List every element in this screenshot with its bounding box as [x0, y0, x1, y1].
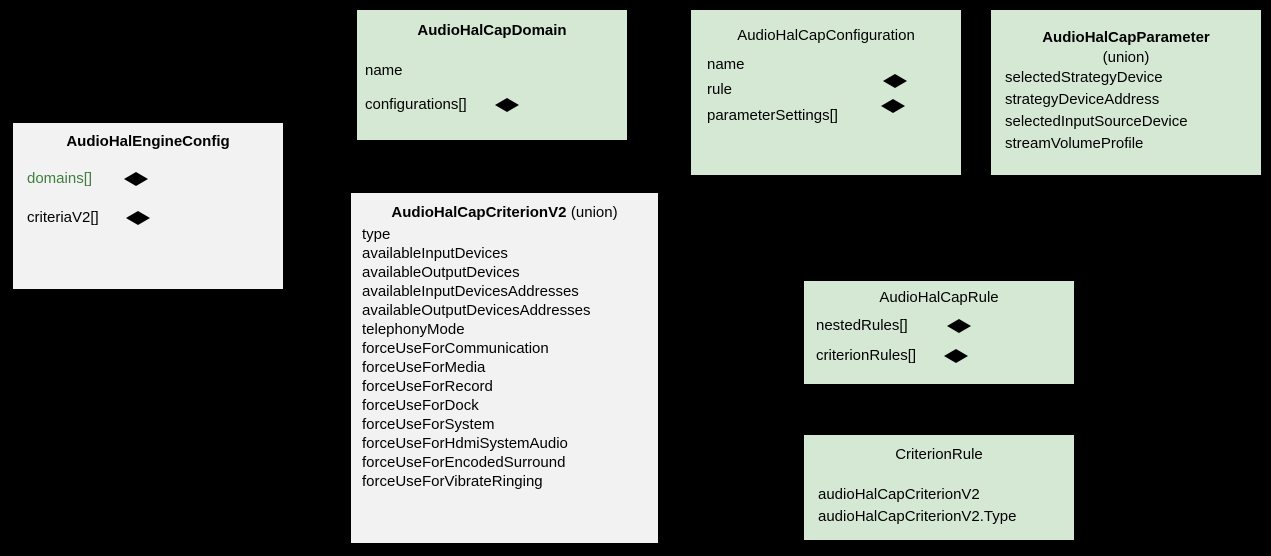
class-title: AudioHalCapConfiguration [737, 27, 915, 44]
attribute-rule: rule [707, 81, 733, 98]
attribute-forceuseforvibrateringing: forceUseForVibrateRinging [362, 473, 543, 490]
attribute-selectedstrategydevice: selectedStrategyDevice [1005, 69, 1163, 86]
attribute-type: type [362, 226, 391, 243]
attribute-name: name [365, 62, 403, 79]
class-criterionrule[interactable]: CriterionRule audioHalCapCriterionV2 aud… [804, 435, 1074, 540]
attribute-forceusefordock: forceUseForDock [362, 397, 479, 414]
class-audiohalcapdomain[interactable]: AudioHalCapDomain name configurations[] [357, 10, 627, 140]
class-title: AudioHalCapDomain [417, 22, 567, 39]
attribute-audiohalcapcriterionv2: audioHalCapCriterionV2 [818, 486, 980, 503]
attribute-criterionrules: criterionRules[] [816, 347, 917, 364]
attribute-parametersettings: parameterSettings[] [707, 107, 838, 124]
attribute-domains: domains[] [27, 170, 93, 187]
attribute-availableoutputdevicesaddresses: availableOutputDevicesAddresses [362, 302, 591, 319]
class-title: AudioHalCapParameter [1042, 29, 1210, 46]
attribute-forceuseforencodedsurround: forceUseForEncodedSurround [362, 454, 566, 471]
attribute-telephonymode: telephonyMode [362, 321, 465, 338]
attribute-forceuseformedia: forceUseForMedia [362, 359, 486, 376]
class-audiohalcaprule[interactable]: AudioHalCapRule nestedRules[] criterionR… [804, 281, 1074, 384]
attribute-forceuseforcommunication: forceUseForCommunication [362, 340, 549, 357]
class-audiohalengineconfig[interactable]: AudioHalEngineConfig domains[] criteriaV… [13, 123, 283, 289]
attribute-list: type availableInputDevices availableOutp… [351, 225, 658, 491]
attribute-configurations: configurations[] [365, 96, 467, 113]
class-title: AudioHalEngineConfig [66, 133, 230, 150]
class-title: CriterionRule [895, 446, 983, 463]
attribute-availableoutputdevices: availableOutputDevices [362, 264, 520, 281]
attribute-forceuseforhdmisystemaudio: forceUseForHdmiSystemAudio [362, 435, 568, 452]
class-audiohalcapparameter[interactable]: AudioHalCapParameter (union) selectedStr… [991, 10, 1261, 175]
attribute-availableinputdevices: availableInputDevices [362, 245, 508, 262]
attribute-criteriav2: criteriaV2[] [27, 209, 99, 226]
attribute-selectedinputsourcedevice: selectedInputSourceDevice [1005, 113, 1188, 130]
class-title: AudioHalCapCriterionV2 [391, 204, 567, 221]
attribute-availableinputdevicesaddresses: availableInputDevicesAddresses [362, 283, 579, 300]
class-subtitle-union: (union) [1102, 49, 1150, 66]
attribute-nestedrules: nestedRules[] [816, 317, 908, 334]
class-audiohalcapconfiguration[interactable]: AudioHalCapConfiguration name rule param… [691, 10, 961, 175]
attribute-streamvolumeprofile: streamVolumeProfile [1005, 135, 1144, 152]
attribute-forceuseforsystem: forceUseForSystem [362, 416, 495, 433]
attribute-name: name [707, 56, 745, 73]
class-title: AudioHalCapRule [879, 289, 999, 306]
class-subtitle-union: (union) [570, 204, 618, 221]
attribute-audiohalcapcriterionv2-type: audioHalCapCriterionV2.Type [818, 508, 1017, 525]
attribute-forceuseforrecord: forceUseForRecord [362, 378, 493, 395]
attribute-strategydeviceaddress: strategyDeviceAddress [1005, 91, 1160, 108]
class-audiohalcapcriterionv2[interactable]: AudioHalCapCriterionV2 (union) type avai… [351, 193, 658, 543]
